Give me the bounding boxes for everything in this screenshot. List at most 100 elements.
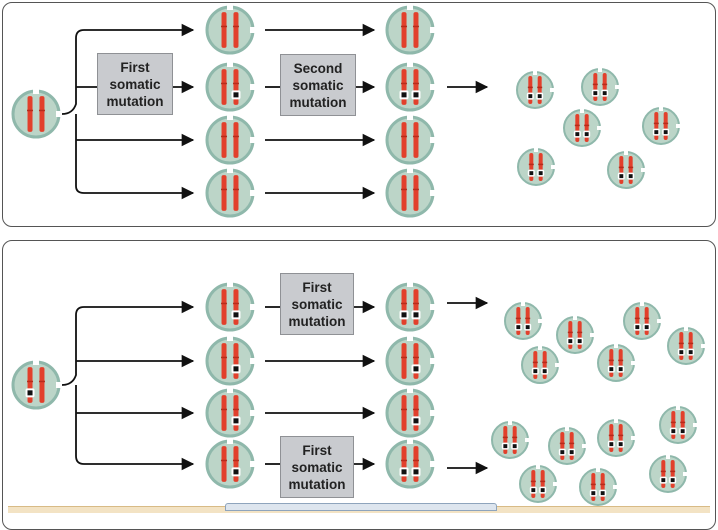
chromosome xyxy=(401,446,407,482)
chromosome xyxy=(591,473,596,501)
membrane-gap xyxy=(613,485,618,489)
centromere xyxy=(27,380,34,383)
mutation-mark xyxy=(413,92,419,98)
membrane-gap xyxy=(250,137,255,143)
membrane-gap xyxy=(430,84,435,90)
centromere xyxy=(608,359,614,362)
mutation-mark xyxy=(628,174,633,179)
chromosome xyxy=(577,321,582,349)
centromere xyxy=(567,331,573,334)
cell-body xyxy=(205,388,255,438)
centromere xyxy=(602,83,608,86)
membrane-gap xyxy=(614,343,618,348)
mutation-mark xyxy=(413,312,419,318)
mutation-mark xyxy=(538,171,543,176)
cell-body xyxy=(597,419,635,457)
membrane-gap xyxy=(555,363,560,367)
bottom-first-mutation-label-a: First somatic mutation xyxy=(280,273,354,335)
top-bracket xyxy=(61,29,85,194)
centromere xyxy=(530,480,536,483)
chromosome xyxy=(512,426,517,454)
membrane-gap xyxy=(551,165,556,169)
membrane-gap xyxy=(533,70,537,75)
membrane-gap xyxy=(250,410,255,416)
centromere xyxy=(232,135,239,138)
membrane-gap xyxy=(538,319,543,323)
chromosome xyxy=(413,343,419,379)
centromere xyxy=(232,356,239,359)
chromosome xyxy=(538,153,543,181)
membrane-gap xyxy=(430,304,435,310)
centromere xyxy=(600,483,606,486)
cell xyxy=(491,420,530,459)
mutation-mark xyxy=(533,369,538,374)
centromere xyxy=(221,82,228,85)
chromosome xyxy=(542,351,547,379)
centromere xyxy=(618,359,624,362)
chromosome xyxy=(27,367,33,403)
top-first-mutation-label: First somatic mutation xyxy=(97,53,173,115)
membrane-gap xyxy=(430,27,435,33)
membrane-gap xyxy=(508,420,512,425)
chromosome xyxy=(680,411,685,439)
membrane-gap xyxy=(227,62,233,67)
chromosome xyxy=(531,470,536,498)
cell-body xyxy=(385,282,435,332)
chromosome xyxy=(661,460,666,488)
membrane-gap xyxy=(227,336,233,341)
membrane-gap xyxy=(521,301,525,306)
mutation-mark xyxy=(609,442,614,447)
membrane-gap xyxy=(676,405,680,410)
cell xyxy=(385,62,435,112)
centromere xyxy=(525,317,531,320)
mutation-mark xyxy=(680,429,685,434)
chromosome xyxy=(401,122,407,158)
membrane-gap xyxy=(56,111,61,117)
membrane-gap xyxy=(227,5,233,10)
chromosome xyxy=(628,156,633,184)
cell xyxy=(504,301,543,340)
mutation-mark xyxy=(503,444,508,449)
membrane-gap xyxy=(227,439,233,444)
mutation-mark xyxy=(401,469,407,475)
cell xyxy=(11,89,61,139)
cell-body xyxy=(623,302,661,340)
membrane-gap xyxy=(250,461,255,467)
chromosome xyxy=(413,395,419,431)
chromosome xyxy=(528,76,533,104)
cell xyxy=(516,70,555,109)
centromere xyxy=(412,408,419,411)
cell xyxy=(205,62,255,112)
membrane-gap xyxy=(683,472,688,476)
centromere xyxy=(542,361,548,364)
membrane-gap xyxy=(430,461,435,467)
cell-body xyxy=(491,421,529,459)
cell xyxy=(385,115,435,165)
membrane-gap xyxy=(615,85,620,89)
centromere xyxy=(221,459,228,462)
chromosome xyxy=(654,112,659,140)
centromere xyxy=(232,408,239,411)
centromere xyxy=(532,361,538,364)
cell xyxy=(521,345,560,384)
membrane-gap xyxy=(33,360,39,365)
centromere xyxy=(574,124,580,127)
membrane-gap xyxy=(701,344,706,348)
mutation-mark xyxy=(577,339,582,344)
chromosome xyxy=(401,12,407,48)
cell-body xyxy=(205,5,255,55)
chromosome xyxy=(644,307,649,335)
cell-body xyxy=(205,62,255,112)
centromere xyxy=(540,480,546,483)
cell-body xyxy=(563,109,601,147)
mutation-mark xyxy=(591,491,596,496)
chromosome xyxy=(413,69,419,105)
cell xyxy=(642,106,681,145)
centromere xyxy=(232,188,239,191)
chromosome xyxy=(401,395,407,431)
membrane-gap xyxy=(227,115,233,120)
chromosome xyxy=(39,367,45,403)
chromosome xyxy=(635,307,640,335)
chromosome xyxy=(233,395,239,431)
mutation-mark xyxy=(671,429,676,434)
